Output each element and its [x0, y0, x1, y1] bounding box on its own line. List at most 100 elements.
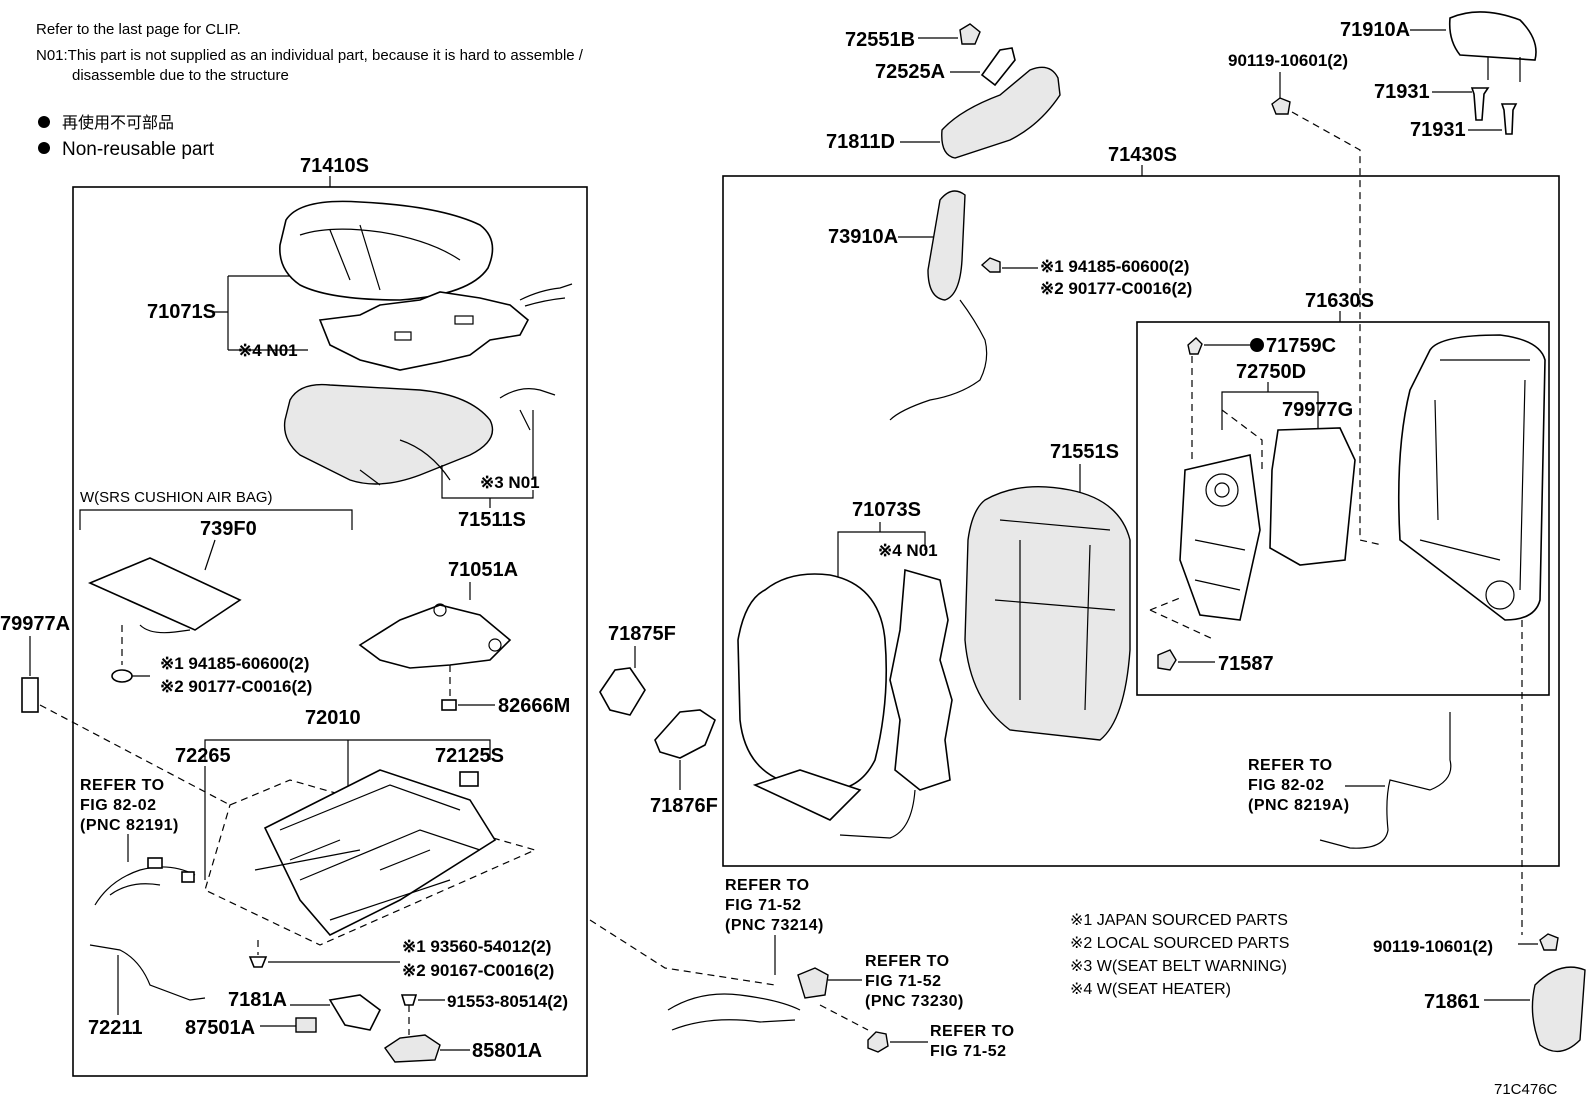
part-71587[interactable]: 71587 [1218, 653, 1274, 675]
part-7181A[interactable]: 7181A [228, 989, 287, 1011]
pad-79977A-icon [21, 677, 39, 713]
part-85801A[interactable]: 85801A [472, 1040, 542, 1062]
cover-71875F-icon [599, 667, 646, 716]
wire-72211-icon [89, 944, 206, 1001]
part-71073S[interactable]: 71073S [852, 499, 921, 521]
wire-harness-frame-icon [358, 604, 512, 669]
refer-82191-line1[interactable]: REFER TO [80, 777, 165, 794]
seatback-assembly-box [722, 175, 1560, 867]
refer-73214-line2[interactable]: FIG 71-52 [725, 897, 802, 914]
seat-cushion-pad-icon [283, 383, 494, 485]
part-90119-top[interactable]: 90119-10601(2) [1228, 51, 1348, 70]
part-72211[interactable]: 72211 [88, 1017, 143, 1039]
cap-72551B-icon [959, 23, 981, 45]
refer-82191-line3[interactable]: (PNC 82191) [80, 817, 179, 834]
part-72551B[interactable]: 72551B [845, 29, 915, 51]
cushion-harness-icon [94, 866, 196, 906]
part-71071S[interactable]: 71071S [147, 301, 216, 323]
part-71511S-n01[interactable]: ※3 N01 [480, 473, 540, 492]
cover-71876F-icon [654, 709, 716, 759]
nut-icon [980, 257, 1001, 273]
cover-72125S-icon [459, 771, 479, 787]
part-72265[interactable]: 72265 [175, 745, 231, 767]
lumbar-support-icon [1179, 454, 1261, 621]
guide-71931-icon [1500, 103, 1518, 135]
part-72750D[interactable]: 72750D [1236, 361, 1306, 383]
part-82666M[interactable]: 82666M [498, 695, 570, 717]
pad-79977G-icon [1269, 427, 1356, 566]
refer-7152-line1[interactable]: REFER TO [930, 1023, 1015, 1040]
part-71071S-n01[interactable]: ※4 N01 [238, 341, 298, 360]
nonreusable-jp: 再使用不可部品 [62, 114, 174, 132]
part-71910A[interactable]: 71910A [1340, 19, 1410, 41]
shield-71811D-icon [941, 66, 1061, 159]
switch-7181A-icon [328, 994, 382, 1031]
part-71759C[interactable]: 71759C [1266, 335, 1336, 357]
knob-72525A-icon [980, 47, 1016, 87]
seatback-pad-icon [964, 486, 1131, 741]
part-71931-upper[interactable]: 71931 [1374, 81, 1430, 103]
refer-73230-line1[interactable]: REFER TO [865, 953, 950, 970]
part-91553[interactable]: 91553-80514(2) [447, 992, 568, 1011]
screw-icon [1539, 933, 1559, 951]
refer-82191-line2[interactable]: FIG 82-02 [80, 797, 157, 814]
part-71511S[interactable]: 71511S [458, 509, 526, 531]
part-90167[interactable]: ※2 90167-C0016(2) [402, 961, 554, 980]
clip-82666M-icon [441, 699, 457, 711]
refer-73214-line3[interactable]: (PNC 73214) [725, 917, 824, 934]
part-71875F[interactable]: 71875F [608, 623, 676, 645]
part-71876F[interactable]: 71876F [650, 795, 718, 817]
part-739F0[interactable]: 739F0 [200, 518, 257, 540]
clip-note: Refer to the last page for CLIP. [36, 21, 241, 38]
seatback-frame-box [1136, 321, 1550, 696]
cover-71861-icon [1531, 966, 1586, 1053]
switch-85801A-icon [384, 1034, 441, 1063]
legend-item-1: ※1 JAPAN SOURCED PARTS [1070, 912, 1288, 929]
part-79977G[interactable]: 79977G [1282, 399, 1353, 421]
legend-item-2: ※2 LOCAL SOURCED PARTS [1070, 935, 1289, 952]
bolt-icon [248, 956, 268, 968]
refer-73230-line3[interactable]: (PNC 73230) [865, 993, 964, 1010]
refer-7152-line2[interactable]: FIG 71-52 [930, 1043, 1007, 1060]
part-72525A[interactable]: 72525A [875, 61, 945, 83]
part-71410S[interactable]: 71410S [300, 155, 369, 177]
part-71861[interactable]: 71861 [1424, 991, 1480, 1013]
n01-note-line2: disassemble due to the structure [72, 67, 289, 84]
part-71630S[interactable]: 71630S [1305, 290, 1374, 312]
srs-variant-label: W(SRS CUSHION AIR BAG) [80, 489, 273, 506]
part-73910A-nut1[interactable]: ※1 94185-60600(2) [1040, 257, 1189, 276]
part-71430S[interactable]: 71430S [1108, 144, 1177, 166]
nonreusable-bullet-icon [38, 116, 50, 128]
part-79977A[interactable]: 79977A [0, 613, 70, 635]
n01-note-line1: N01:This part is not supplied as an indi… [36, 47, 584, 64]
part-71931-lower[interactable]: 71931 [1410, 119, 1466, 141]
seat-adjuster-frame-icon [263, 769, 497, 936]
side-airbag-icon [927, 190, 966, 301]
part-71811D[interactable]: 71811D [826, 131, 895, 153]
clip-71587-icon [1157, 649, 1177, 671]
part-73910A-nut2[interactable]: ※2 90177-C0016(2) [1040, 279, 1192, 298]
part-90119-bottom[interactable]: 90119-10601(2) [1373, 937, 1493, 956]
part-71551S[interactable]: 71551S [1050, 441, 1119, 463]
part-71073S-n01[interactable]: ※4 N01 [878, 541, 938, 560]
connector-87501A-icon [295, 1017, 317, 1033]
refer-8219A-line3[interactable]: (PNC 8219A) [1248, 797, 1350, 814]
refer-73230-line2[interactable]: FIG 71-52 [865, 973, 942, 990]
seat-heater-mat-icon [318, 291, 530, 371]
part-739F0-nut1[interactable]: ※1 94185-60600(2) [160, 654, 309, 673]
part-72010[interactable]: 72010 [305, 707, 361, 729]
part-71051A[interactable]: 71051A [448, 559, 518, 581]
refer-8219A-line2[interactable]: FIG 82-02 [1248, 777, 1325, 794]
refer-8219A-line1[interactable]: REFER TO [1248, 757, 1333, 774]
part-73910A[interactable]: 73910A [828, 226, 898, 248]
part-72125S[interactable]: 72125S [435, 745, 504, 767]
legend-item-4: ※4 W(SEAT HEATER) [1070, 981, 1231, 998]
cushion-airbag-icon [87, 557, 242, 631]
part-87501A[interactable]: 87501A [185, 1017, 255, 1039]
part-739F0-nut2[interactable]: ※2 90177-C0016(2) [160, 677, 312, 696]
legend-item-3: ※3 W(SEAT BELT WARNING) [1070, 958, 1287, 975]
seat-cushion-cover-icon [279, 200, 494, 301]
part-93560[interactable]: ※1 93560-54012(2) [402, 937, 551, 956]
refer-73214-line1[interactable]: REFER TO [725, 877, 810, 894]
